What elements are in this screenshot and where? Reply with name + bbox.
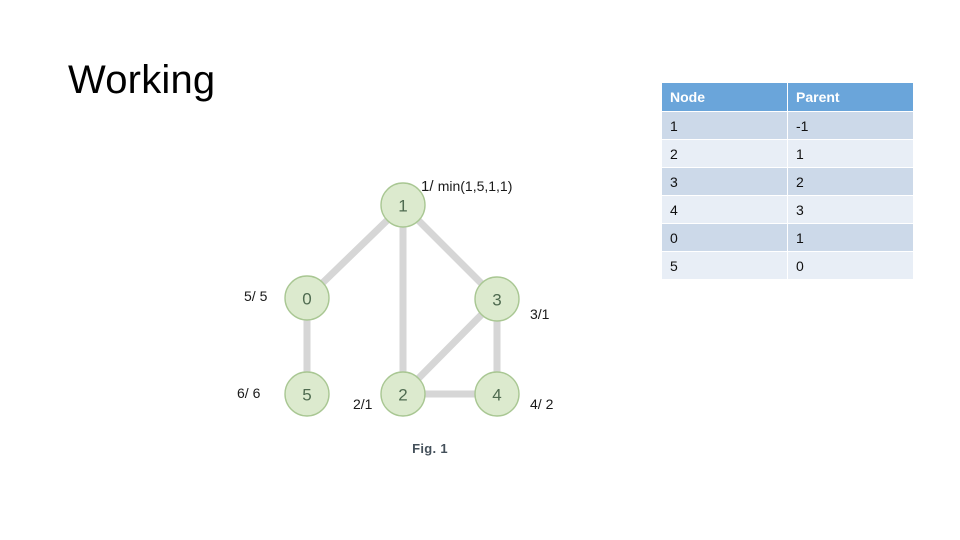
cell-node: 5 [662, 252, 787, 279]
figure-caption: Fig. 1 [412, 441, 448, 456]
graph-node-1[interactable]: 1 [380, 182, 426, 228]
graph-node-circle-3 [474, 276, 520, 322]
cell-node: 3 [662, 168, 787, 195]
graph-node-label-1: 1 [398, 197, 407, 216]
cell-parent: 1 [788, 224, 913, 251]
node-1-annotation-min: min(1,5,1,1) [437, 178, 513, 194]
node-3-annotation: 3/1 [530, 306, 550, 322]
cell-node: 1 [662, 112, 787, 139]
table-row: 1-1 [662, 112, 913, 139]
node-4-annotation: 4/ 2 [530, 396, 554, 412]
table-header-row: Node Parent [662, 83, 913, 111]
graph-edge-layer [303, 202, 501, 398]
graph-node-4[interactable]: 4 [474, 371, 520, 417]
cell-parent: 2 [788, 168, 913, 195]
graph-canvas: 1 0 3 5 2 4 [284, 182, 520, 417]
node-5-annotation: 6/ 6 [237, 385, 261, 401]
graph-node-2[interactable]: 2 [380, 371, 426, 417]
node-0-annotation: 5/ 5 [244, 288, 268, 304]
graph-node-label-3: 3 [492, 291, 501, 310]
graph-node-layer: 1 0 3 5 2 4 [284, 182, 520, 417]
column-header-parent: Parent [788, 83, 913, 111]
graph-node-label-0: 0 [302, 290, 311, 309]
graph-node-circle-4 [474, 371, 520, 417]
page-title: Working [68, 58, 216, 102]
graph-node-label-2: 2 [398, 386, 407, 405]
graph-node-label-4: 4 [492, 386, 501, 405]
graph-figure: 1 0 3 5 2 4 1/ min(1,5,1,1) 5/ 5 3/1 6/ 6 2/1… [225, 165, 585, 475]
graph-node-circle-0 [284, 275, 330, 321]
graph-node-circle-1 [380, 182, 426, 228]
graph-node-label-5: 5 [302, 386, 311, 405]
graph-node-circle-2 [380, 371, 426, 417]
cell-node: 0 [662, 224, 787, 251]
cell-parent: 1 [788, 140, 913, 167]
cell-parent: 0 [788, 252, 913, 279]
node-1-annotation: 1/ min(1,5,1,1) [421, 179, 512, 194]
cell-parent: 3 [788, 196, 913, 223]
cell-parent: -1 [788, 112, 913, 139]
column-header-node: Node [662, 83, 787, 111]
node-1-annotation-prefix: 1/ [421, 178, 438, 195]
graph-node-5[interactable]: 5 [284, 371, 330, 417]
graph-node-3[interactable]: 3 [474, 276, 520, 322]
cell-node: 4 [662, 196, 787, 223]
graph-node-0[interactable]: 0 [284, 275, 330, 321]
graph-node-circle-5 [284, 371, 330, 417]
cell-node: 2 [662, 140, 787, 167]
node-2-annotation: 2/1 [353, 396, 373, 412]
